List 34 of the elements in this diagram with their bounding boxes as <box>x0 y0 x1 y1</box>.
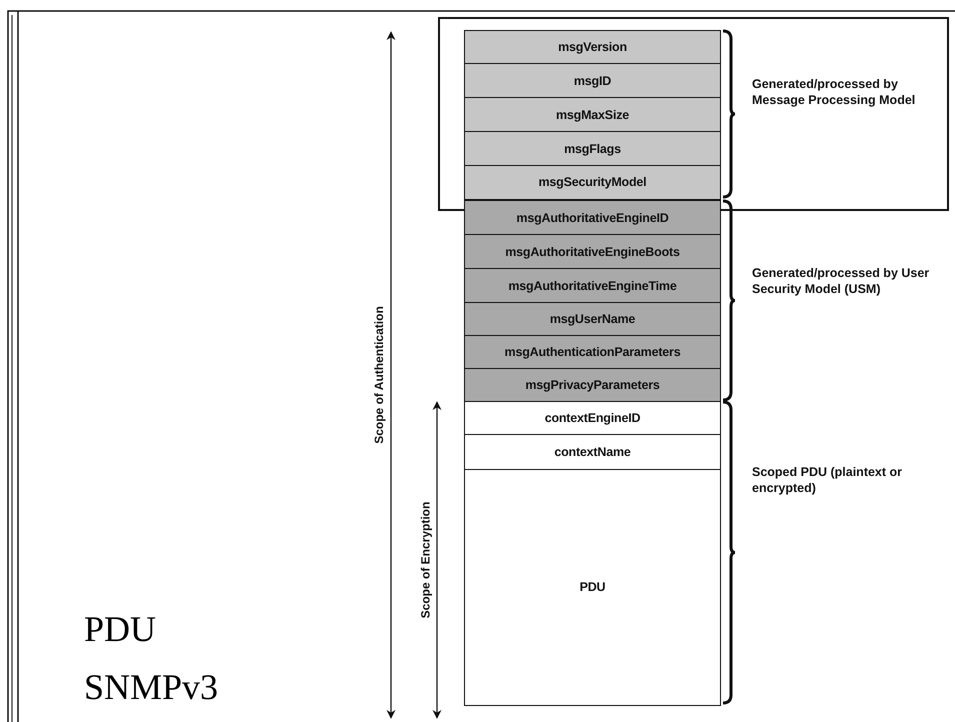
brace-label: Scoped PDU (plaintext or encrypted) <box>752 464 904 496</box>
field-name: msgAuthoritativeEngineBoots <box>505 244 680 259</box>
field-name: msgAuthoritativeEngineID <box>516 210 669 225</box>
field-row <box>464 131 721 166</box>
field-row <box>464 302 721 336</box>
brace-label: Generated/processed by User Security Model (USM) <box>752 265 930 297</box>
field-row <box>464 469 721 706</box>
field-name: contextName <box>554 445 631 460</box>
field-row <box>464 200 721 236</box>
field-row <box>464 165 721 200</box>
field-name: contextEngineID <box>544 411 640 426</box>
title: PDU SNMPv3 <box>84 608 220 709</box>
field-name: msgAuthenticationParameters <box>504 345 680 360</box>
field-row <box>464 401 721 436</box>
field-row <box>464 97 721 132</box>
field-name: msgPrivacyParameters <box>525 378 660 392</box>
field-row <box>464 335 721 370</box>
field-row <box>464 368 721 402</box>
field-name: msgAuthoritativeEngineTime <box>508 278 677 293</box>
field-name: msgID <box>574 74 612 88</box>
field-name: PDU <box>580 580 606 594</box>
field-row <box>464 234 721 270</box>
field-row <box>464 268 721 304</box>
field-name: msgFlags <box>564 142 621 156</box>
field-name: msgVersion <box>558 40 627 54</box>
field-name: msgSecurityModel <box>538 175 646 190</box>
field-row <box>464 434 721 470</box>
brace-label: Generated/processed by Message Processing Model <box>752 76 916 108</box>
scope-label: Scope of Authentication <box>372 306 386 444</box>
scope-label: Scope of Encryption <box>418 502 432 618</box>
field-row <box>464 30 721 64</box>
field-row <box>464 63 721 98</box>
field-name: msgUserName <box>550 312 636 326</box>
field-name: msgMaxSize <box>556 108 630 122</box>
